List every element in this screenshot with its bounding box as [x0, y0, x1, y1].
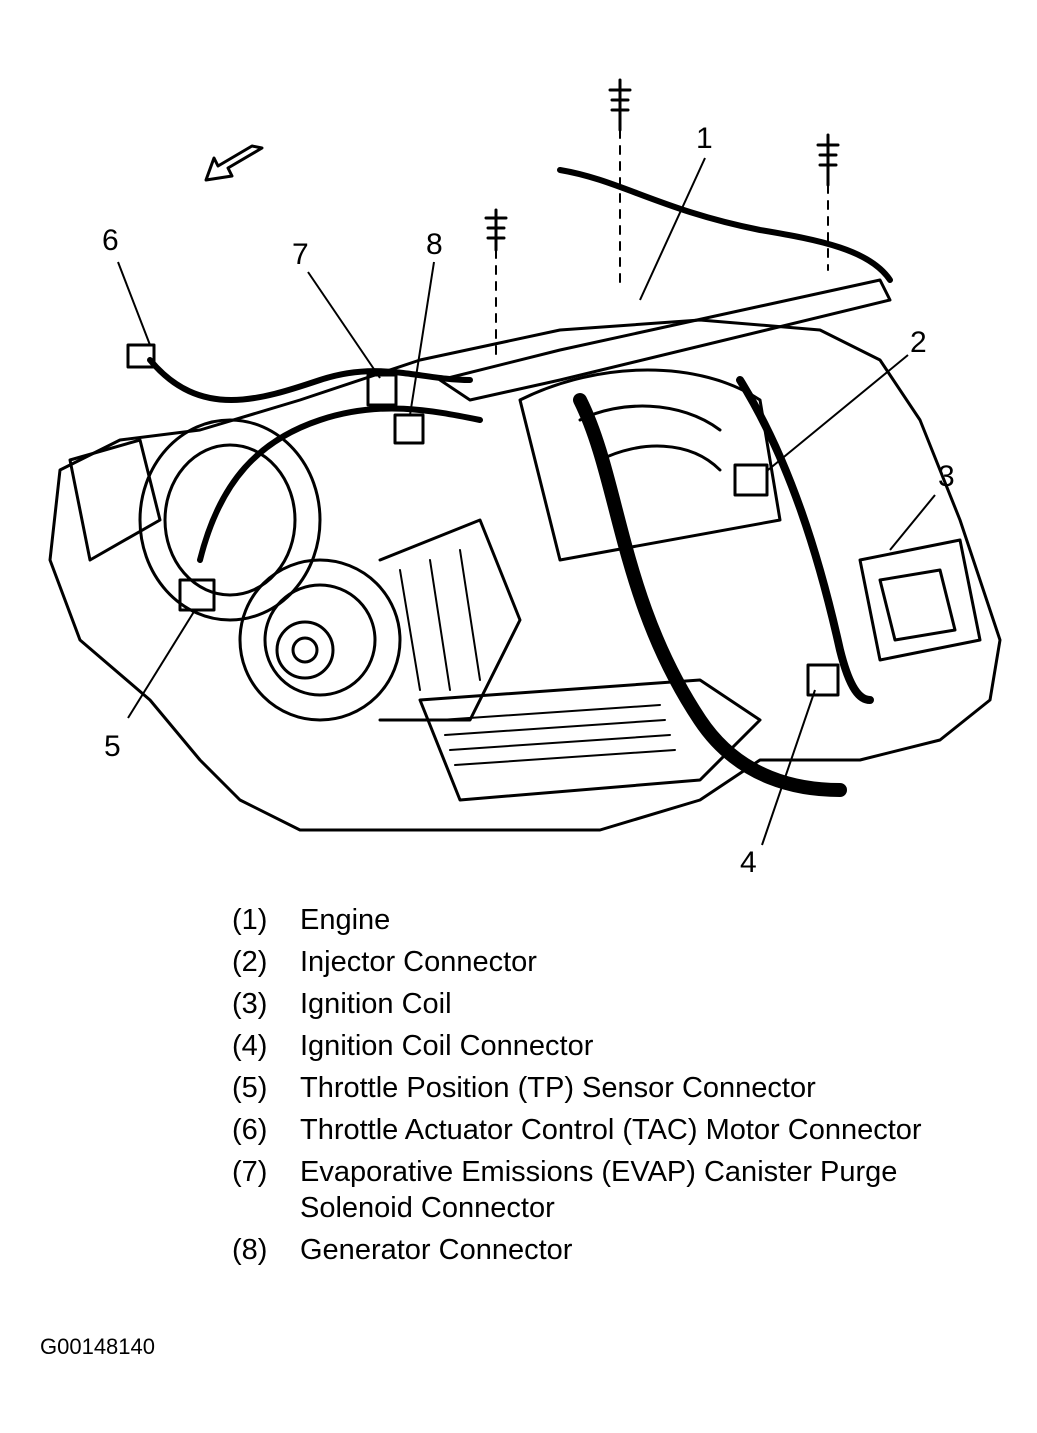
leader-line-6	[117, 261, 151, 346]
callout-4: 4	[740, 846, 757, 879]
generator	[238, 518, 522, 722]
intake-manifold	[438, 278, 892, 562]
wiring-harness	[147, 167, 893, 797]
injector-connector	[733, 463, 769, 497]
leader-line-8	[409, 261, 435, 416]
legend-label: Engine	[300, 904, 391, 936]
generator-connector	[393, 413, 425, 445]
bolt	[816, 133, 840, 271]
legend-number: (3)	[232, 988, 268, 1020]
legend-item: (8) Generator Connector	[232, 1232, 952, 1268]
legend-item: (4) Ignition Coil Connector	[232, 1028, 952, 1064]
leader-line-1	[639, 157, 706, 301]
legend-item: (7) Evaporative Emissions (EVAP) Caniste…	[232, 1154, 952, 1226]
legend-item: (3) Ignition Coil	[232, 986, 952, 1022]
legend-number: (4)	[232, 1030, 268, 1062]
callout-7: 7	[292, 238, 309, 271]
ignition-coil	[858, 538, 982, 662]
callout-8: 8	[426, 228, 443, 261]
legend-item: (5) Throttle Position (TP) Sensor Connec…	[232, 1070, 952, 1106]
front-arrow-icon	[204, 144, 264, 182]
legend-item: (6) Throttle Actuator Control (TAC) Moto…	[232, 1112, 952, 1148]
engine-diagram: 1 2 3 4 5 6 7 8	[48, 78, 1002, 879]
legend-number: (7)	[232, 1156, 268, 1188]
legend-label: Evaporative Emissions (EVAP) Canister Pu…	[300, 1156, 898, 1224]
throttle-body	[68, 418, 322, 622]
tp-sensor-connector	[178, 578, 216, 612]
leader-line-5	[127, 609, 196, 719]
legend-number: (2)	[232, 946, 268, 978]
legend-label: Generator Connector	[300, 1234, 573, 1266]
bolt	[484, 208, 508, 361]
evap-purge-connector	[366, 373, 398, 407]
legend-number: (8)	[232, 1234, 268, 1266]
legend: (1) Engine (2) Injector Connector (3) Ig…	[232, 902, 952, 1274]
callout-1: 1	[696, 122, 713, 155]
legend-label: Ignition Coil	[300, 988, 452, 1020]
legend-item: (2) Injector Connector	[232, 944, 952, 980]
legend-item: (1) Engine	[232, 902, 952, 938]
ignition-coil-connector	[806, 663, 840, 697]
bolt	[608, 78, 632, 291]
legend-number: (5)	[232, 1072, 268, 1104]
legend-label: Throttle Position (TP) Sensor Connector	[300, 1072, 816, 1104]
callout-5: 5	[104, 730, 121, 763]
legend-label: Injector Connector	[300, 946, 537, 978]
legend-label: Throttle Actuator Control (TAC) Motor Co…	[300, 1114, 922, 1146]
leader-line-7	[307, 271, 381, 379]
legend-number: (6)	[232, 1114, 268, 1146]
callout-3: 3	[938, 460, 955, 493]
leader-line-3	[889, 494, 936, 551]
figure-id: G00148140	[40, 1334, 155, 1359]
tac-motor-connector	[126, 343, 156, 369]
legend-number: (1)	[232, 904, 268, 936]
callout-6: 6	[102, 224, 119, 257]
callout-2: 2	[910, 326, 927, 359]
leader-line-4	[761, 689, 816, 846]
legend-label: Ignition Coil Connector	[300, 1030, 594, 1062]
leader-line-2	[767, 354, 909, 471]
